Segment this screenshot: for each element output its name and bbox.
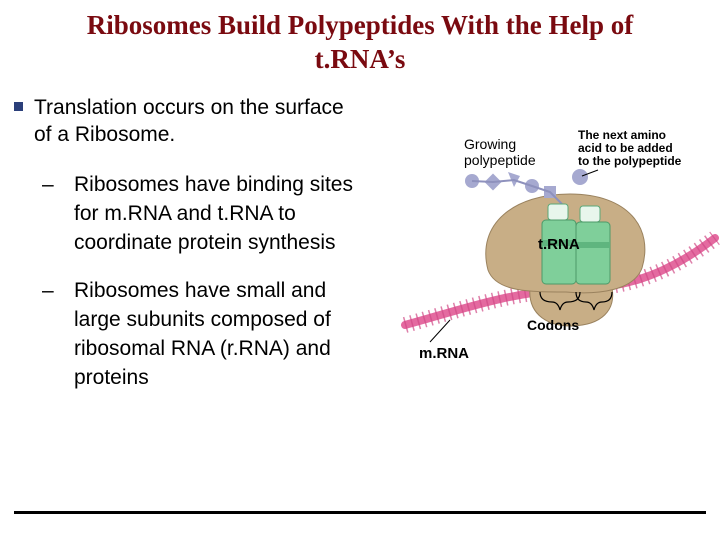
subbullet-text: Ribosomes have small and large subunits … (74, 279, 331, 389)
bullet-translation: Translation occurs on the surface of a R… (12, 94, 357, 148)
next-amino-acid (572, 169, 588, 185)
next-amino-leader (581, 169, 599, 177)
trna-left (541, 203, 577, 285)
slide-title-line-2: t.RNA’s (314, 44, 406, 74)
label-next-amino-acid: The next amino acid to be added to the p… (578, 129, 681, 168)
label-trna: t.RNA (538, 236, 580, 253)
slide-title: Ribosomes Build Polypeptides With the He… (0, 8, 720, 76)
dash-marker: – (42, 279, 54, 302)
footer-divider (14, 511, 706, 514)
label-growing-line-2: polypeptide (464, 152, 536, 168)
label-next-line-1: The next amino (578, 128, 667, 142)
label-next-line-3: to the polypeptide (578, 154, 682, 168)
codon-bracket-left (539, 291, 581, 311)
label-codons: Codons (527, 317, 580, 333)
bullet-text-end: . (169, 123, 176, 146)
ribosome-illustration (401, 169, 720, 343)
dash-marker: – (42, 173, 54, 196)
bullet-list: Translation occurs on the surface of a R… (12, 94, 357, 392)
mrna-leader (429, 319, 451, 343)
slide-title-line-1: Ribosomes Build Polypeptides With the He… (86, 10, 634, 40)
subbullet-subunits: – Ribosomes have small and large subunit… (12, 276, 357, 392)
label-mrna: m.RNA (419, 345, 470, 362)
square-bullet-icon (14, 102, 23, 111)
subbullet-binding-sites: – Ribosomes have binding sites for m.RNA… (12, 170, 357, 257)
codon-bracket-right (575, 291, 613, 311)
label-growing-polypeptide: Growing polypeptide (464, 136, 536, 168)
label-growing-line-1: Growing (464, 136, 517, 152)
trna-right (575, 205, 611, 285)
subbullet-text: Ribosomes have binding sites for m.RNA a… (74, 173, 353, 254)
bullet-emphasis: Ribosome (74, 123, 170, 146)
ribosome-diagram: Growing polypeptide The next amino acid … (380, 120, 720, 380)
bullet-text-start: Translation occurs on the surface of a (34, 96, 344, 146)
label-next-line-2: acid to be added (578, 141, 673, 155)
